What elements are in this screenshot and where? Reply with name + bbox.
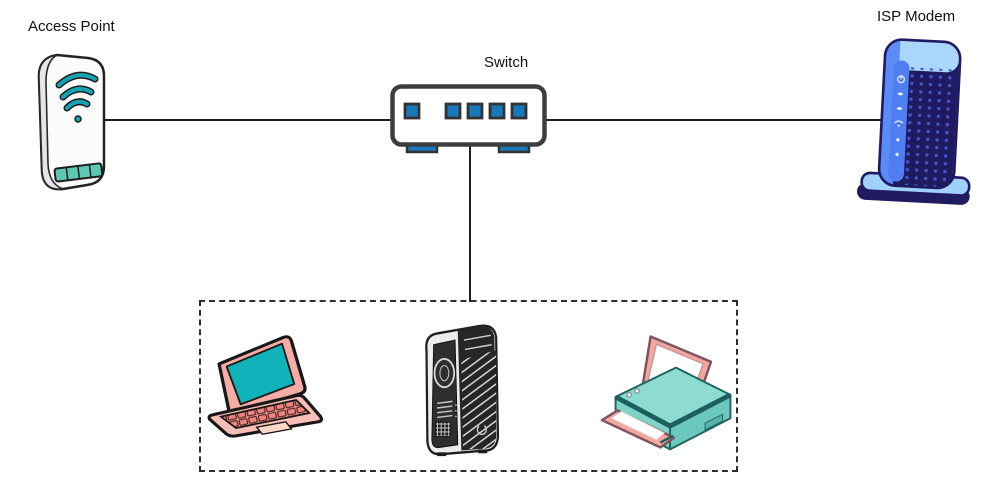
connector-switch-langroup[interactable]: [469, 145, 471, 302]
isp-modem-node[interactable]: [850, 26, 986, 212]
desktop-tower-icon: [425, 324, 500, 457]
status-buttons: [53, 162, 104, 183]
connector-switch-ispmodem[interactable]: [546, 119, 882, 121]
lan-devices-group-box[interactable]: [199, 300, 738, 472]
printer-node[interactable]: [600, 318, 746, 464]
laptop-node[interactable]: [205, 327, 329, 443]
desktop-tower-node[interactable]: [414, 324, 514, 458]
switch-ports: [403, 102, 528, 120]
access-point-label: Access Point: [28, 18, 115, 35]
connector-accesspoint-switch[interactable]: [104, 119, 394, 121]
access-point-node[interactable]: [32, 52, 112, 192]
isp-modem-icon: [856, 38, 971, 205]
modem-status-icons: [894, 75, 906, 157]
laptop-icon: [207, 335, 324, 438]
access-point-icon: [37, 53, 106, 191]
printer-icon: [600, 335, 732, 451]
switch-icon: [390, 84, 547, 154]
switch-label: Switch: [484, 54, 529, 71]
wifi-signal-icon: [55, 71, 99, 123]
switch-node[interactable]: [390, 84, 548, 160]
isp-modem-label: ISP Modem: [877, 8, 956, 25]
